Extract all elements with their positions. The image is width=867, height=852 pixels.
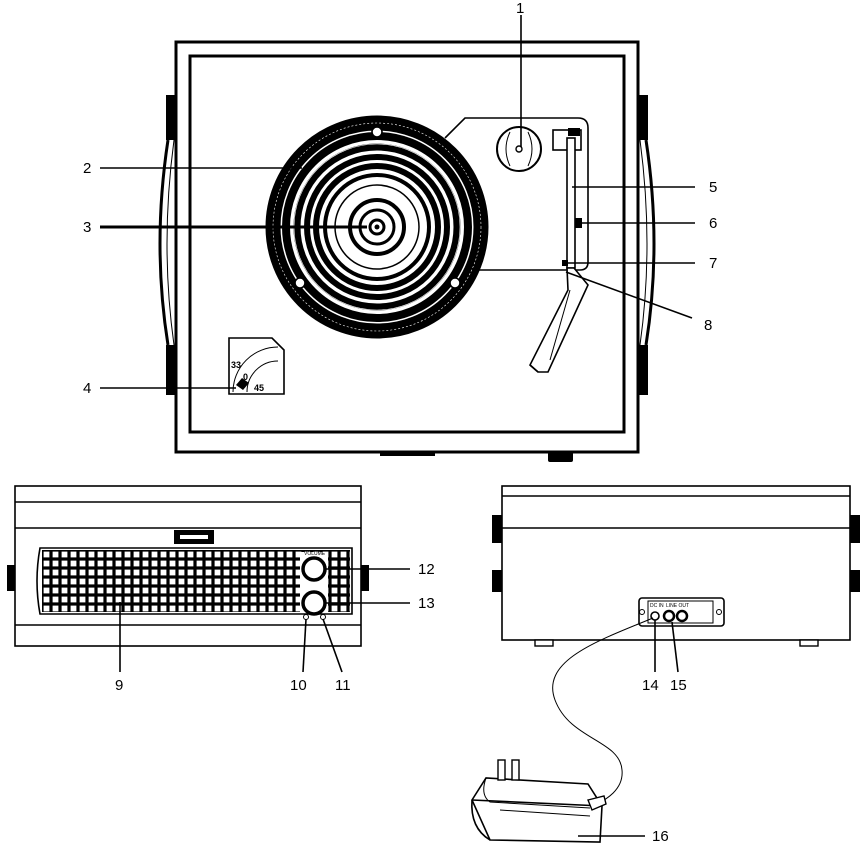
cabinet-inner (188, 54, 626, 434)
right-handle (638, 95, 656, 395)
tonearm-plate (444, 117, 589, 271)
callout-15: 15 (670, 677, 687, 694)
callout-4: 4 (83, 380, 91, 397)
callout-16: 16 (652, 828, 669, 845)
left-handle (158, 95, 176, 395)
line-out-caption: LINE OUT (666, 603, 689, 609)
callout-11: 11 (335, 677, 351, 694)
speed-selector: 33 0 45 (228, 337, 285, 395)
speed-label-0: 0 (243, 372, 248, 382)
callout-3: 3 (83, 219, 91, 236)
callout-9: 9 (115, 677, 123, 694)
speed-label-45: 45 (254, 383, 264, 393)
volume-knob: VOLUME (301, 551, 327, 582)
rear-view: DC IN LINE OUT (492, 485, 860, 673)
indicator-11 (320, 614, 326, 620)
line-out-jack-left (662, 609, 676, 623)
volume-caption: VOLUME (304, 551, 326, 557)
adapter-cable (552, 617, 654, 807)
callout-2: 2 (83, 160, 91, 177)
power-knob (301, 590, 327, 616)
tonearm (529, 128, 589, 373)
callout-13: 13 (418, 595, 435, 612)
platter-mat-dot (294, 126, 461, 289)
indicator-10 (303, 614, 309, 620)
callout-8: 8 (704, 317, 712, 334)
spindle (368, 218, 386, 236)
callout-labels: 1 2 3 4 5 6 7 8 9 10 11 12 13 14 15 16 (83, 0, 717, 845)
line-out-jack-right (675, 609, 689, 623)
callout-7: 7 (709, 255, 717, 272)
top-view: 33 0 45 (100, 15, 695, 462)
callout-6: 6 (709, 215, 717, 232)
volume-knob-top (548, 452, 573, 462)
power-adapter (471, 617, 654, 843)
callout-5: 5 (709, 179, 717, 196)
callout-12: 12 (418, 561, 435, 578)
dc-in-caption: DC IN (650, 603, 664, 609)
callout-1: 1 (516, 0, 524, 17)
speed-label-33: 33 (231, 360, 241, 370)
callout-10: 10 (290, 677, 307, 694)
front-view: VOLUME (7, 485, 410, 673)
45-rpm-adapter (496, 126, 542, 172)
front-tab (380, 452, 435, 456)
callout-14: 14 (642, 677, 659, 694)
